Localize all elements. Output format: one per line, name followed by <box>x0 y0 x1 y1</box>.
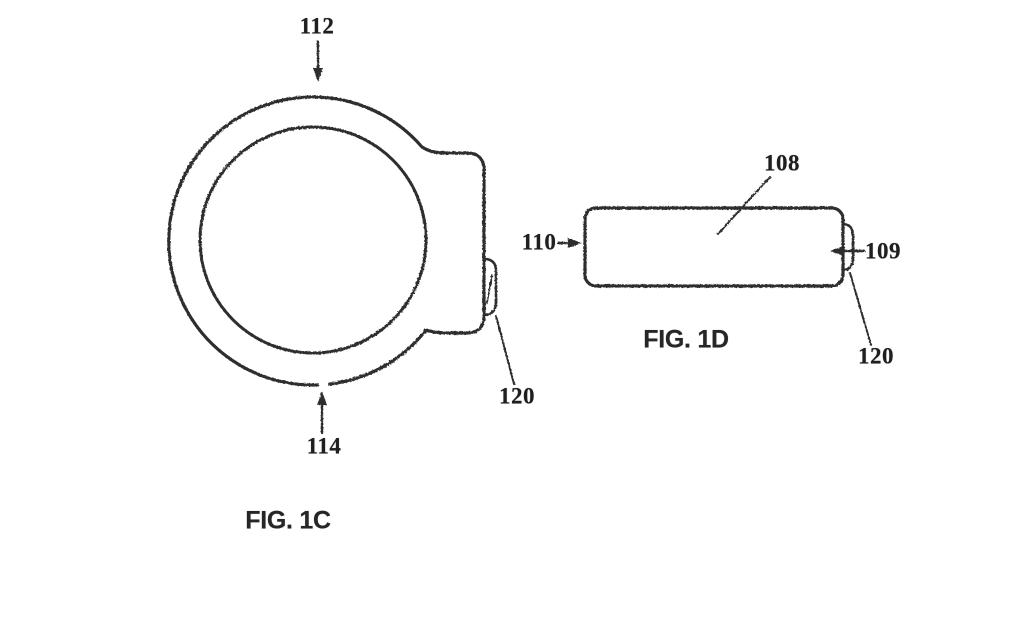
fig1d-side-button <box>841 222 855 272</box>
ref-label-110: 110 <box>521 229 557 255</box>
fig1d-body-outline <box>583 206 845 288</box>
fig1c-ring-inner-circle <box>198 125 428 355</box>
fig1c-line-gap <box>319 378 328 388</box>
leader-108 <box>717 176 771 235</box>
fig1c-ring-outer-outline <box>167 95 486 387</box>
ref-label-109: 109 <box>865 238 901 264</box>
fig1c-caption: FIG. 1C <box>245 506 331 535</box>
ref-label-114: 114 <box>306 433 342 459</box>
ref-label-112: 112 <box>299 13 335 39</box>
leader-120-1d <box>849 272 872 346</box>
arrow-112-head-icon <box>313 68 323 82</box>
fig1d-caption: FIG. 1D <box>643 325 729 354</box>
arrow-114-head-icon <box>317 391 327 405</box>
ref-label-120-fig1c: 120 <box>499 383 535 409</box>
leader-120-1c <box>495 315 515 385</box>
fig1c-side-button-hatch <box>486 274 493 304</box>
arrow-110-head-icon <box>568 238 582 248</box>
fig1c-side-button <box>482 257 498 317</box>
arrow-109-head-icon <box>830 246 844 256</box>
ref-label-120-fig1d: 120 <box>858 343 894 369</box>
ref-label-108: 108 <box>764 150 800 176</box>
